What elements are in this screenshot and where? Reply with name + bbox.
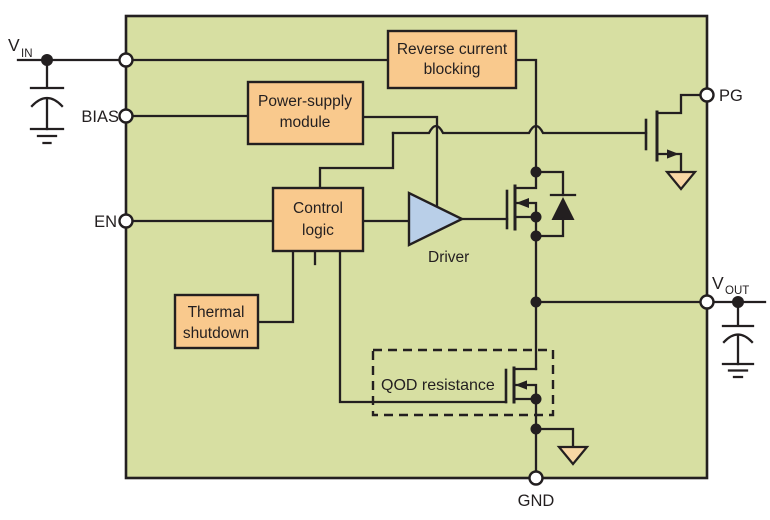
driver-block: Driver [407, 191, 469, 266]
power-supply-label-1: Power-supply [258, 93, 352, 110]
diode-return-junction-dot [530, 230, 542, 242]
reverse-current-box [386, 29, 518, 90]
pg-fet-symbol [644, 93, 709, 191]
psm-to-driver-wire [361, 115, 439, 208]
pg-pin [699, 87, 715, 103]
gnd-branch-junction-dot [530, 423, 542, 435]
thermal-shutdown-label-1: Thermal [188, 304, 245, 321]
pg-fet-source-lead [655, 152, 683, 174]
diode-cathode-branch [534, 170, 565, 197]
vout-external-net [705, 300, 767, 379]
vout-pin [699, 294, 715, 310]
control-logic-box [271, 186, 365, 253]
en-label: EN [94, 213, 117, 231]
qod-label: QOD resistance [381, 377, 495, 394]
reverse-current-label-1: Reverse current [397, 41, 508, 58]
gnd-pin [528, 470, 544, 486]
fet-source-junction-dot [530, 211, 542, 223]
control-logic-label-2: logic [302, 222, 334, 239]
internal-ground-symbol [556, 445, 590, 466]
pg-fet-source-arrow [667, 149, 679, 159]
fet-drain-junction-dot [530, 166, 542, 178]
qod-fet-body-arrow [515, 380, 527, 390]
control-to-pg-gate-riser [318, 131, 395, 190]
reverse-current-block: Reverse current blocking [386, 29, 518, 90]
pg-ground-symbol [664, 170, 698, 191]
power-supply-label-2: module [280, 114, 331, 131]
thermal-shutdown-box [173, 293, 260, 350]
gnd-label: GND [518, 492, 555, 510]
thermal-shutdown-label-2: shutdown [183, 325, 249, 342]
control-to-thermal-wire [256, 249, 295, 324]
junction-dots [41, 54, 744, 435]
diode-triangle [551, 197, 575, 220]
output-ground-symbol [721, 362, 755, 379]
input-ground-symbol [29, 127, 65, 145]
diode-anode-branch [534, 217, 565, 238]
pass-fet-body-arrow [516, 198, 529, 208]
gnd-branch-wire [534, 427, 575, 449]
qod-dashed-box [371, 348, 555, 417]
vin-pin [118, 52, 134, 68]
chip-pins [118, 52, 715, 486]
vin-label-sub: IN [21, 48, 33, 60]
vout-label: V [712, 273, 724, 293]
pin-labels: V IN BIAS EN PG V OUT GND [8, 35, 749, 510]
vin-label: V [8, 35, 20, 55]
vout-label-sub: OUT [725, 285, 749, 297]
control-to-pg-gate-wire [391, 124, 648, 135]
power-supply-box [246, 80, 365, 146]
reverse-current-label-2: blocking [424, 61, 481, 78]
control-to-qod-gate-wire [338, 249, 508, 404]
en-pin [118, 213, 134, 229]
pg-label: PG [719, 87, 743, 105]
internal-wires [124, 58, 709, 480]
bias-pin [118, 108, 134, 124]
power-supply-block: Power-supply module [246, 80, 365, 146]
control-logic-block: Control logic [271, 186, 365, 253]
vin-external-net [16, 58, 128, 145]
driver-triangle [407, 191, 465, 247]
bias-label: BIAS [81, 108, 119, 126]
qod-source-junction-dot [530, 393, 542, 405]
body-diode-symbol [534, 170, 577, 238]
vout-junction-dot [732, 296, 744, 308]
driver-label: Driver [428, 249, 469, 266]
reverse-block-to-fet-wire [514, 58, 538, 174]
thermal-shutdown-block: Thermal shutdown [173, 293, 260, 350]
control-logic-label-1: Control [293, 200, 343, 217]
vin-junction-dot [41, 54, 53, 66]
vout-node-junction-dot [530, 296, 542, 308]
output-capacitor-bottom-plate [722, 333, 754, 344]
pass-fet-symbol [505, 170, 538, 231]
pg-fet-drain-lead [655, 93, 709, 115]
input-capacitor-bottom-plate [30, 96, 64, 108]
